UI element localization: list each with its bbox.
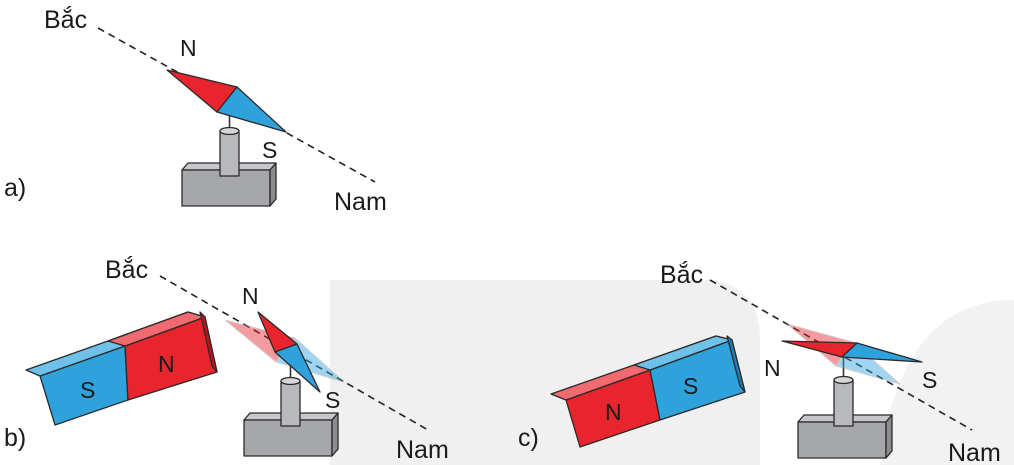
magnet-s-label-b: S [80,377,95,403]
needle-south-half-a [216,86,287,133]
pole-n-label-c: N [764,355,781,381]
compass-stand-c [797,355,893,459]
pole-n-label-a: N [180,35,197,61]
north-south-line-b [159,275,429,431]
compass-stand-b [243,352,339,457]
panel-c: Bắc Nam c) N S [518,260,1001,465]
needle-south-half-b [274,343,321,393]
north-label-a: Bắc [44,5,87,34]
pole-s-label-c: S [922,367,937,393]
pole-n-label-b: N [242,283,259,309]
compass-stand-a [181,100,277,207]
panel-label-a: a) [4,174,26,202]
compass-needle-a [166,69,287,133]
south-label-c: Nam [948,439,1001,465]
magnet-s-label-c: S [683,373,698,399]
north-label-b: Bắc [105,255,148,284]
bar-magnet-b [25,311,218,426]
south-label-b: Nam [396,436,449,464]
panel-label-b: b) [4,424,26,452]
south-label-a: Nam [334,188,387,216]
needle-south-half-c [841,342,923,363]
pole-s-label-b: S [325,387,340,413]
bar-magnet-c [550,335,746,448]
panel-a: Bắc Nam a) N S [4,5,387,216]
compass-needle-c [781,340,923,363]
magnet-n-label-c: N [605,399,622,425]
panel-b: Bắc Nam b) S N [4,255,449,464]
magnet-n-label-b: N [158,351,175,377]
north-label-c: Bắc [660,260,703,289]
compass-needle-b [257,311,321,393]
pole-s-label-a: S [262,137,277,163]
panel-label-c: c) [518,424,539,452]
